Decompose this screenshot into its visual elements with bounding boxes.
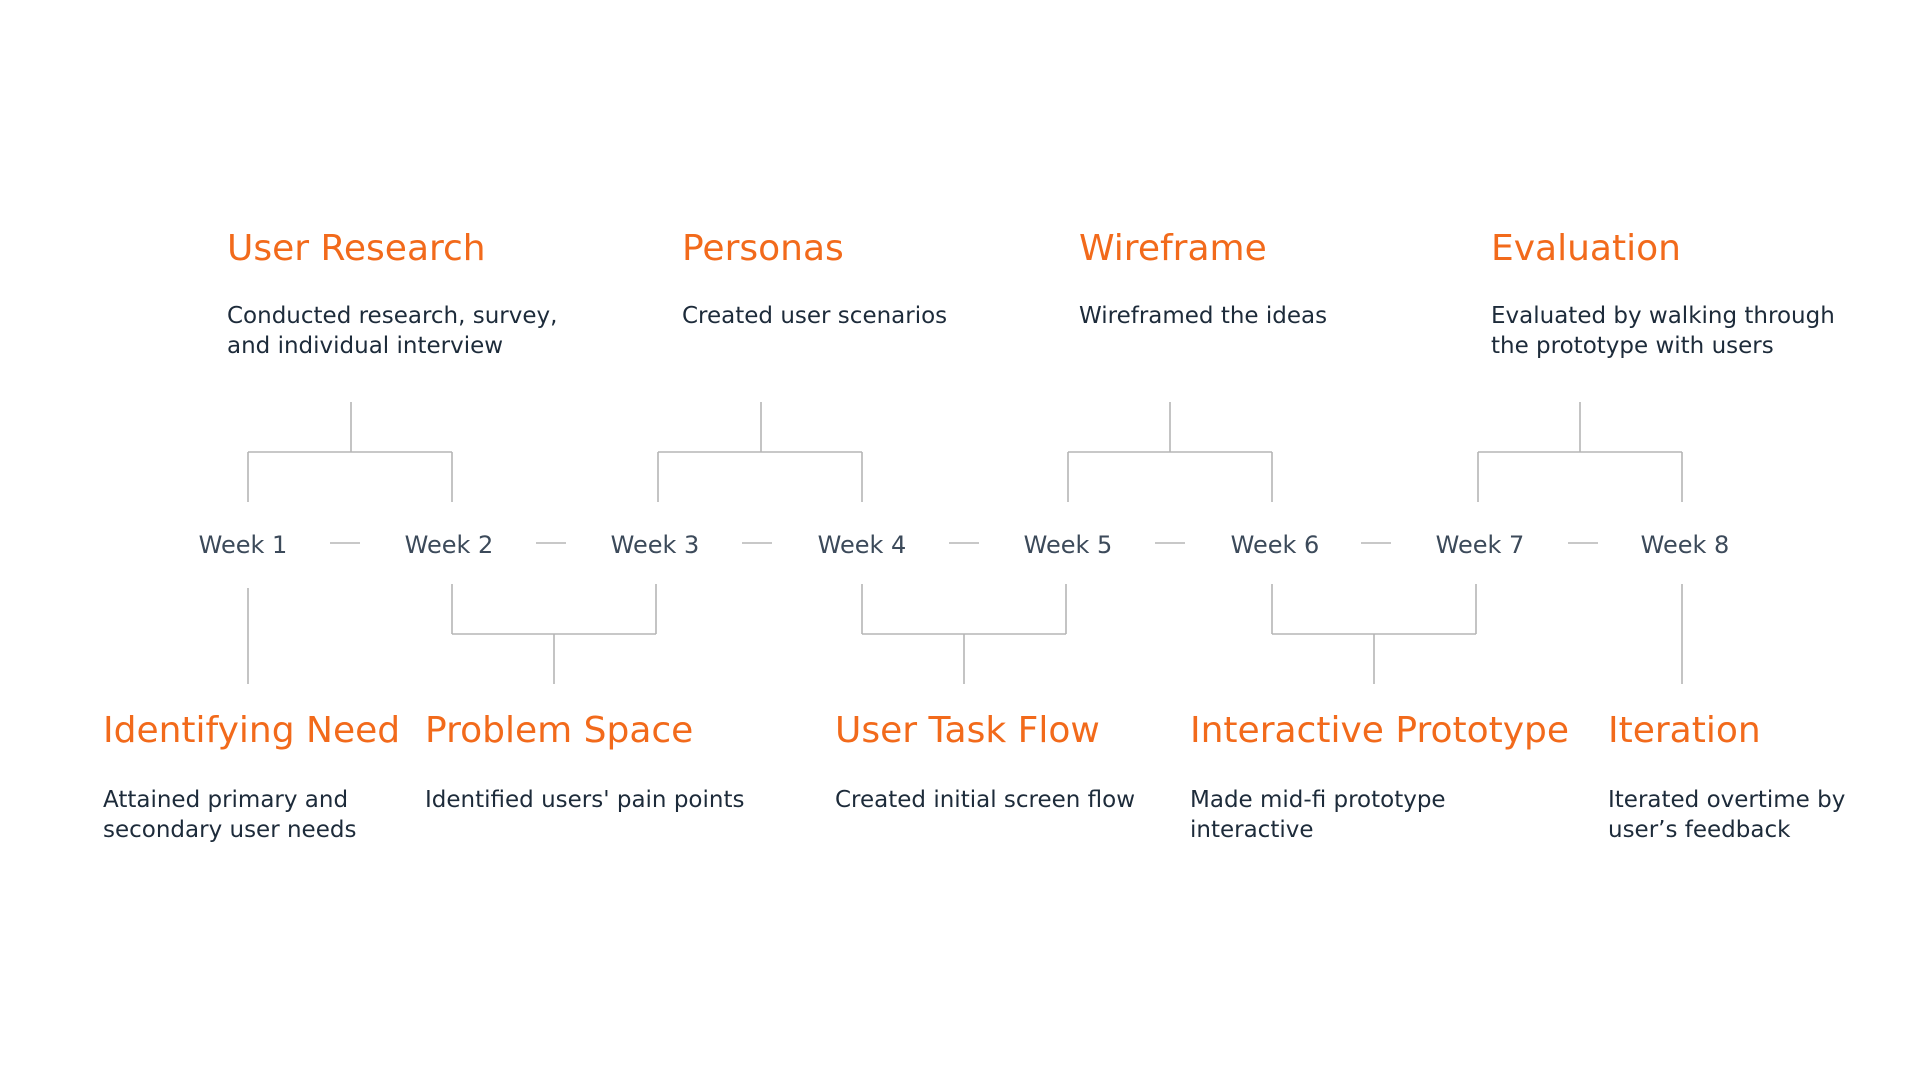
phase-title: Identifying Need [103,710,401,751]
connector-interactive-prototype [1271,584,1477,684]
connector-wireframe [1067,402,1273,502]
week-4-label: Week 4 [817,531,907,559]
phase-description: Evaluated by walking through the prototy… [1491,303,1835,359]
week-3-label: Week 3 [610,531,700,559]
phase-description: Created initial screen flow [835,787,1136,813]
phase-title: Iteration [1608,710,1761,751]
phase-user-research: User Research Conducted research, survey… [227,227,587,361]
phase-description: Conducted research, survey, and individu… [227,303,558,359]
phase-description: Made mid-fi prototype interactive [1190,787,1446,843]
phase-description: Created user scenarios [682,303,948,329]
phase-description: Attained primary and secondary user need… [103,787,357,843]
week-6-label: Week 6 [1230,531,1320,559]
week-7-label: Week 7 [1435,531,1525,559]
phase-title: Wireframe [1079,228,1267,269]
phase-wireframe: Wireframe Wireframed the ideas [1079,227,1439,331]
connector-user-task-flow [861,584,1067,684]
phase-personas: Personas Created user scenarios [682,227,1042,331]
phase-evaluation: Evaluation Evaluated by walking through … [1491,227,1891,361]
phase-title: Evaluation [1491,228,1681,269]
week-5-label: Week 5 [1023,531,1113,559]
week-8-label: Week 8 [1640,531,1730,559]
phase-title: Personas [682,228,844,269]
phase-problem-space: Problem Space Identified users' pain poi… [425,709,805,815]
connector-personas [657,402,863,502]
phase-description: Iterated overtime by user’s feedback [1608,787,1846,843]
connector-user-research [247,402,453,502]
phase-title: Problem Space [425,710,694,751]
phase-interactive-prototype: Interactive Prototype Made mid-fi protot… [1190,709,1590,845]
phase-description: Wireframed the ideas [1079,303,1328,329]
phase-identifying-need: Identifying Need Attained primary and se… [103,709,423,845]
phase-title: Interactive Prototype [1190,710,1570,751]
connector-problem-space [451,584,657,684]
phase-description: Identified users' pain points [425,787,745,813]
week-2-label: Week 2 [404,531,494,559]
phase-user-task-flow: User Task Flow Created initial screen fl… [835,709,1195,815]
phase-title: User Task Flow [835,710,1100,751]
phase-title: User Research [227,228,486,269]
connector-evaluation [1477,402,1683,502]
week-1-label: Week 1 [198,531,288,559]
phase-iteration: Iteration Iterated overtime by user’s fe… [1608,709,1908,845]
